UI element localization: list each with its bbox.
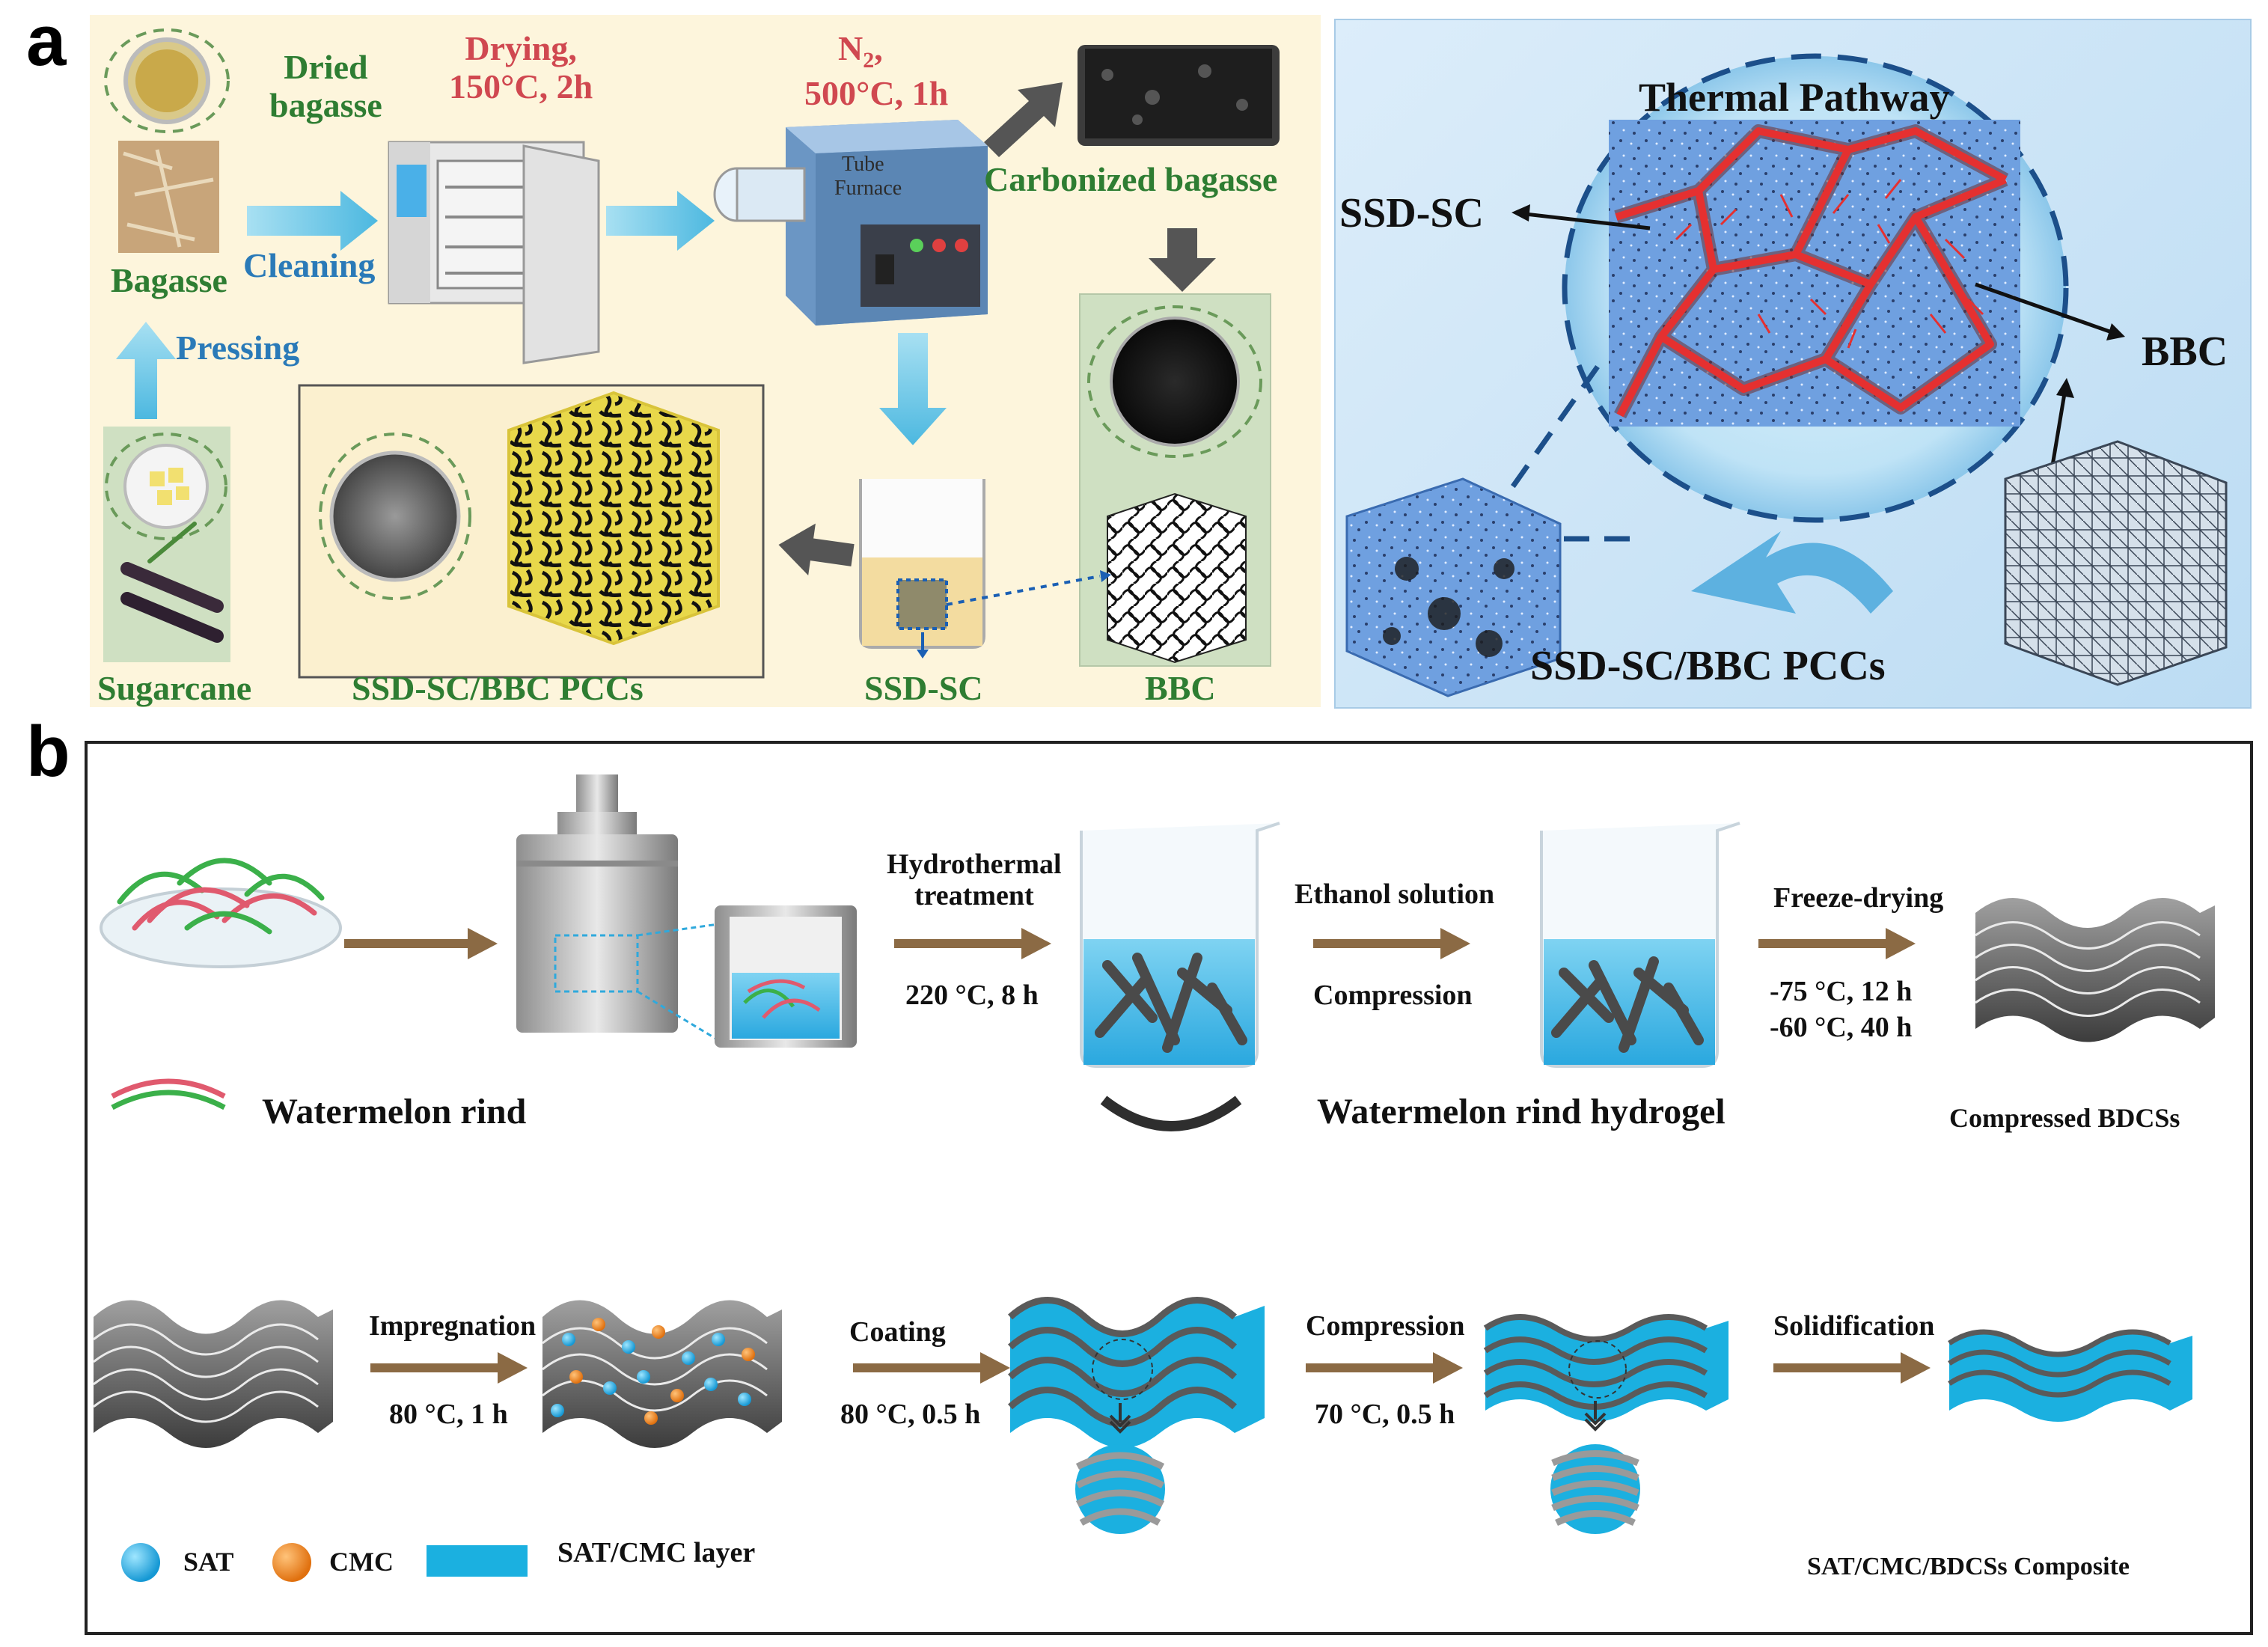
furnace-to-carbon-arrow (984, 82, 1063, 157)
compression-condition-label: 70 °C, 0.5 h (1315, 1399, 1455, 1430)
carbon-to-bbc-arrow (1149, 228, 1216, 292)
compressed-coated-stack (1483, 1314, 1728, 1431)
reactor-liner (715, 905, 857, 1048)
panel-b-diagram (93, 774, 2215, 1582)
compressed-hydrogel-beaker (1540, 822, 1740, 1068)
ssd-bbc-dotted-link (946, 575, 1101, 606)
watermelon-rind-icon (111, 1078, 226, 1110)
ssd-sc-beaker (859, 479, 985, 659)
freeze-condition1-label: -75 °C, 12 h (1770, 976, 1913, 1007)
solidification-label: Solidification (1773, 1310, 1935, 1342)
legend-sat-swatch (121, 1543, 160, 1582)
arrow-ethanol (1313, 928, 1470, 959)
n2-condition-label: 500°C, 1h (804, 74, 949, 112)
ssd-sc-right-label: SSD-SC (1339, 190, 1484, 236)
legend-sat-label: SAT (183, 1547, 234, 1577)
watermelon-rind-dish (100, 858, 342, 968)
compression1-label: Compression (1313, 980, 1473, 1011)
ethanol-beaker (1080, 822, 1280, 1068)
hydrogel-label: Watermelon rind hydrogel (1317, 1092, 1726, 1131)
sugarcane-box (103, 427, 230, 662)
watermelon-rind-label: Watermelon rind (262, 1092, 527, 1131)
coated-zoom-circle (1075, 1444, 1165, 1534)
thermal-pathway-title: Thermal Pathway (1639, 75, 1949, 120)
panel-a-letter: a (26, 1, 67, 81)
carbonized-bagasse-label: Carbonized bagasse (984, 160, 1278, 198)
impregnation-label: Impregnation (369, 1310, 537, 1342)
freeze-drying-label: Freeze-drying (1773, 882, 1944, 914)
arrow-solidification (1773, 1352, 1931, 1384)
furnace-to-ssd-arrow (879, 333, 947, 445)
compression2-label: Compression (1306, 1310, 1465, 1342)
drying-to-furnace-arrow (606, 191, 715, 251)
hydrothermal-label: Hydrothermal treatment (887, 849, 1062, 911)
tube-furnace (713, 120, 988, 326)
arrow-coating (853, 1352, 1010, 1384)
coating-condition-label: 80 °C, 0.5 h (840, 1399, 981, 1430)
legend-cmc-label: CMC (329, 1547, 394, 1577)
cleaning-label: Cleaning (243, 246, 376, 284)
hydrogel-arc (1100, 1096, 1242, 1131)
arrow-hydrothermal (894, 928, 1051, 959)
pressing-label: Pressing (176, 329, 300, 367)
dried-bagasse-dish (104, 28, 230, 133)
composite-right-label: SSD-SC/BBC PCCs (1530, 643, 1886, 689)
hydrothermal-condition-label: 220 °C, 8 h (905, 980, 1039, 1011)
impregnated-stack (542, 1300, 782, 1448)
compressed-bdcs-label: Compressed BDCSs (1949, 1103, 2180, 1133)
panel-b-letter: b (26, 712, 70, 792)
drying-label: Drying, 150°C, 2h (449, 29, 593, 106)
curved-arrow (1691, 531, 1893, 614)
legend-cmc-swatch (272, 1543, 311, 1582)
arrow-compression (1306, 1352, 1463, 1384)
legend-layer-label: SAT/CMC layer (557, 1537, 756, 1568)
ssd-sc-label: SSD-SC (864, 669, 983, 707)
legend (121, 1543, 528, 1582)
panel-a-diagram: Tube Furnace (103, 28, 2228, 697)
ethanol-label: Ethanol solution (1295, 878, 1495, 910)
bagasse-label: Bagasse (111, 261, 227, 299)
composite-box (298, 384, 765, 679)
freeze-condition2-label: -60 °C, 40 h (1770, 1012, 1913, 1043)
sugarcane-label: Sugarcane (97, 669, 252, 707)
hydrothermal-reactor (516, 774, 719, 1042)
ssd-sc-pointer (1518, 211, 1651, 230)
bbc-right-label: BBC (2142, 329, 2228, 375)
composite-cube-right (1345, 477, 1562, 697)
dried-bagasse-label: Dried bagasse (269, 48, 382, 124)
bbc-label: BBC (1145, 669, 1216, 707)
compressed-zoom-circle (1550, 1444, 1640, 1534)
arrow-dish-to-reactor (344, 928, 498, 959)
arrow-freeze-drying (1758, 928, 1916, 959)
cleaning-arrow (247, 191, 378, 251)
thermal-pathway-bubble (1562, 53, 2069, 523)
bbc-box (1079, 293, 1271, 667)
svg-text:Furnace: Furnace (834, 177, 902, 200)
legend-layer-swatch (427, 1545, 528, 1577)
final-composite-label: SAT/CMC/BDCSs Composite (1807, 1553, 2130, 1580)
bbc-cube-right (2004, 440, 2228, 686)
final-composite-stack (1948, 1329, 2192, 1422)
n2-label: N2, (838, 29, 883, 73)
coating-label: Coating (849, 1316, 946, 1348)
compressed-bdcs-stack (1975, 898, 2215, 1042)
impregnation-condition-label: 80 °C, 1 h (389, 1399, 508, 1430)
arrow-impregnation (370, 1352, 528, 1384)
bbc-pointer (1975, 282, 2115, 335)
ssd-to-composite-arrow (778, 523, 855, 575)
panel-b-frame (85, 741, 2253, 1635)
carbonized-bagasse-tray (1078, 45, 1280, 146)
composite-label: SSD-SC/BBC PCCs (352, 669, 644, 707)
drying-oven (388, 141, 600, 364)
tube-furnace-label: Tube (842, 153, 884, 176)
bdcs-stack (93, 1300, 333, 1448)
coated-stack (1007, 1297, 1265, 1448)
pressing-arrow (116, 322, 176, 419)
